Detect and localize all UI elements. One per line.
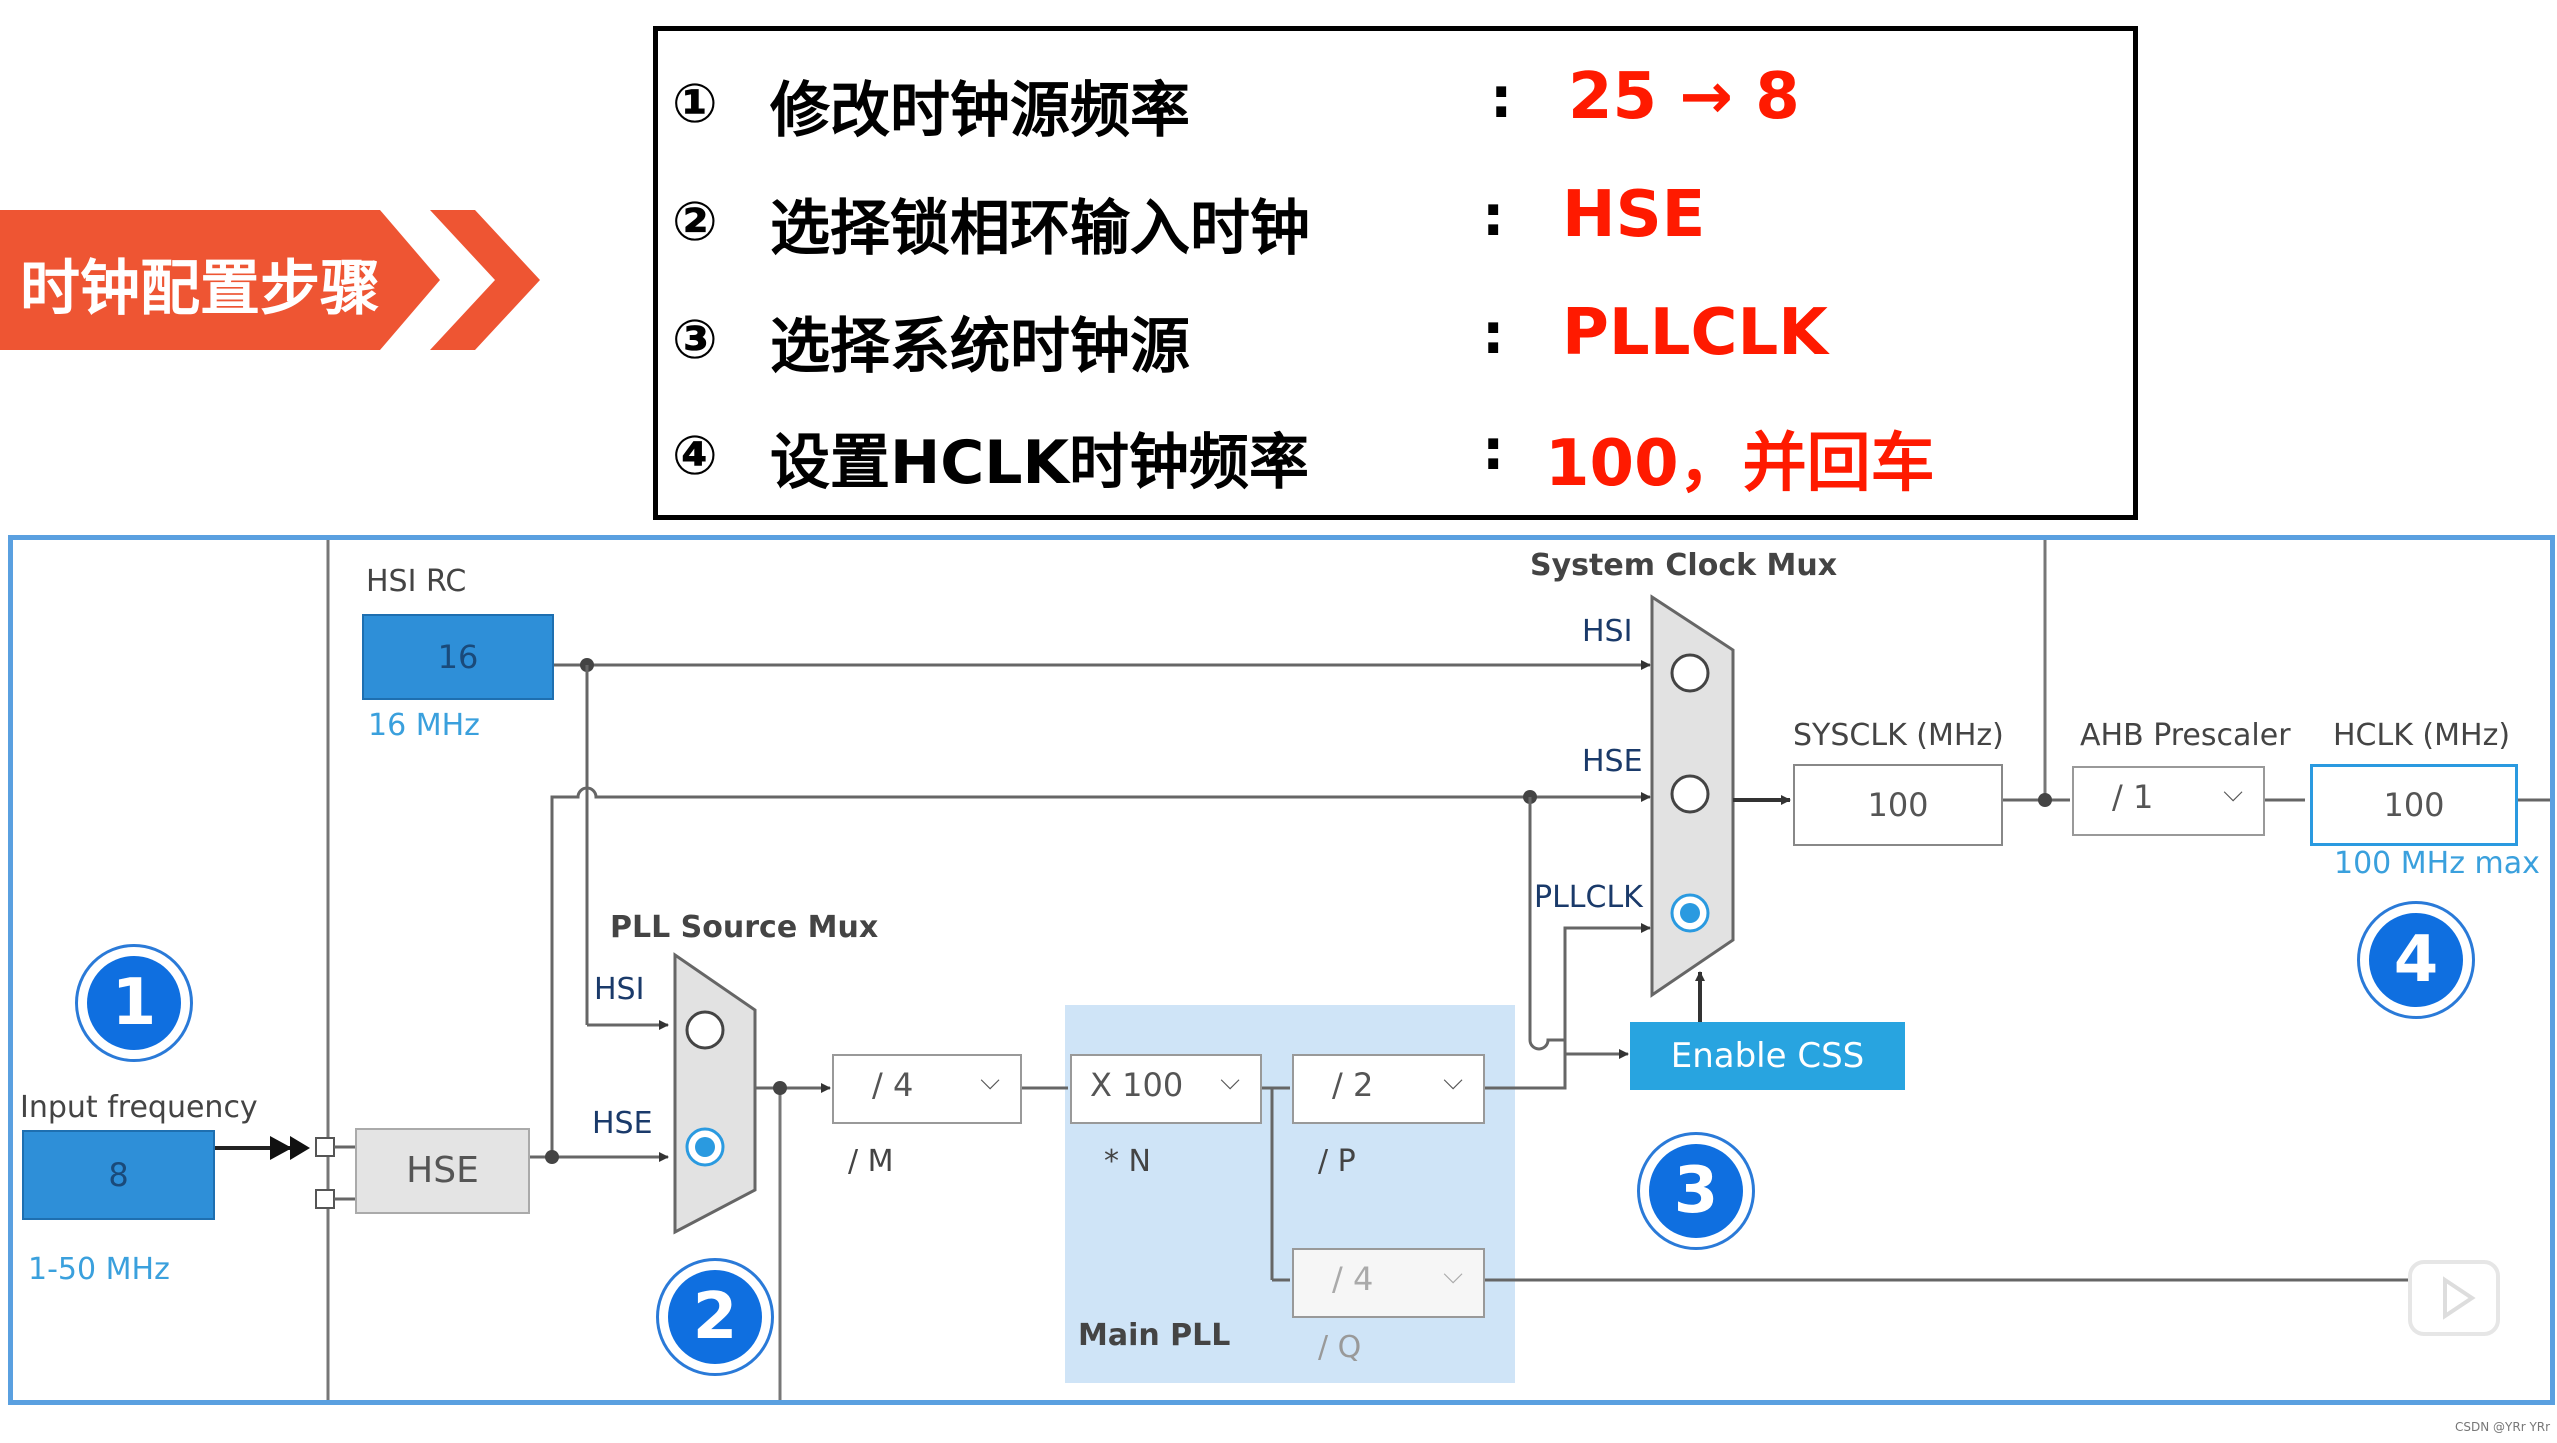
banner-chevron xyxy=(430,210,540,350)
chevron-down-icon: ⌵ xyxy=(2223,778,2243,808)
pll-source-mux-title: PLL Source Mux xyxy=(610,910,879,945)
step-badge-4-number: 4 xyxy=(2369,913,2463,1007)
divider-p-value: / 2 xyxy=(1332,1066,1374,1104)
step-badge-3: 3 xyxy=(1637,1132,1755,1250)
hclk-input[interactable]: 100 xyxy=(2310,764,2518,846)
input-frequency-title: Input frequency xyxy=(20,1090,258,1125)
steps-box xyxy=(653,26,2138,520)
step-badge-1-number: 1 xyxy=(87,956,181,1050)
hsi-rc-title: HSI RC xyxy=(366,564,467,599)
chevron-down-icon: ⌵ xyxy=(980,1066,1000,1096)
ahb-prescaler-select[interactable]: / 1 ⌵ xyxy=(2072,766,2265,836)
chevron-down-icon: ⌵ xyxy=(1220,1066,1240,1096)
multiplier-n-label: * N xyxy=(1104,1144,1151,1179)
hse-block: HSE xyxy=(355,1128,530,1214)
step-4-number: ④ xyxy=(672,424,718,487)
pll-mux-option-hse[interactable]: HSE xyxy=(592,1106,653,1141)
step-badge-3-number: 3 xyxy=(1649,1144,1743,1238)
step-badge-2-number: 2 xyxy=(668,1270,762,1364)
step-4-value: 100，并回车 xyxy=(1545,427,1935,501)
step-3-text: 选择系统时钟源 xyxy=(770,312,1190,382)
step-1-colon: : xyxy=(1490,66,1513,131)
banner-label: 时钟配置步骤 xyxy=(20,254,380,324)
hsi-rc-value-box: 16 xyxy=(362,614,554,700)
sysclk-title: SYSCLK (MHz) xyxy=(1793,718,2004,753)
play-icon xyxy=(2408,1260,2500,1336)
step-2-value: HSE xyxy=(1562,178,1706,252)
divider-q-select[interactable]: / 4 ⌵ xyxy=(1292,1248,1485,1318)
main-pll-label: Main PLL xyxy=(1078,1318,1231,1353)
step-2-text: 选择锁相环输入时钟 xyxy=(770,194,1310,264)
ahb-prescaler-title: AHB Prescaler xyxy=(2080,718,2291,753)
step-3-number: ③ xyxy=(672,308,718,371)
clock-tree-diagram xyxy=(8,535,2555,1405)
step-1-text: 修改时钟源频率 xyxy=(770,76,1190,146)
divider-m-label: / M xyxy=(848,1144,894,1179)
step-4-text: 设置HCLK时钟频率 xyxy=(770,428,1309,498)
multiplier-n-value: X 100 xyxy=(1090,1066,1184,1104)
csdn-watermark: CSDN @YRr YRr xyxy=(2455,1420,2551,1434)
step-badge-2: 2 xyxy=(656,1258,774,1376)
sys-mux-radio-hse xyxy=(1670,774,1710,814)
hclk-max-label: 100 MHz max xyxy=(2334,846,2540,881)
multiplier-n-select[interactable]: X 100 ⌵ xyxy=(1070,1054,1262,1124)
input-frequency-field[interactable]: 8 xyxy=(22,1130,215,1220)
divider-p-label: / P xyxy=(1318,1144,1356,1179)
step-3-colon: : xyxy=(1482,302,1505,367)
pll-mux-radio-hsi xyxy=(685,1010,725,1050)
pll-mux-option-hsi[interactable]: HSI xyxy=(594,972,645,1007)
sys-mux-option-pllclk[interactable]: PLLCLK xyxy=(1534,880,1643,915)
step-2-number: ② xyxy=(672,190,718,253)
chevron-down-icon: ⌵ xyxy=(1443,1260,1463,1290)
step-1-number: ① xyxy=(672,72,718,135)
sys-mux-radio-hsi xyxy=(1670,653,1710,693)
hclk-title: HCLK (MHz) xyxy=(2333,718,2511,753)
system-clock-mux-title: System Clock Mux xyxy=(1530,548,1838,583)
divider-m-value: / 4 xyxy=(872,1066,914,1104)
steps-banner xyxy=(0,210,540,350)
sysclk-value: 100 xyxy=(1793,764,2003,846)
chevron-down-icon: ⌵ xyxy=(1443,1066,1463,1096)
step-4-colon: : xyxy=(1482,418,1505,483)
divider-p-select[interactable]: / 2 ⌵ xyxy=(1292,1054,1485,1124)
step-2-colon: : xyxy=(1482,184,1505,249)
step-1-value: 25 → 8 xyxy=(1568,60,1800,134)
divider-q-value: / 4 xyxy=(1332,1260,1374,1298)
banner-arrow-shape xyxy=(0,210,440,350)
divider-q-label: / Q xyxy=(1318,1330,1362,1365)
enable-css-button[interactable]: Enable CSS xyxy=(1630,1022,1905,1090)
step-3-value: PLLCLK xyxy=(1562,296,1828,370)
sys-mux-option-hse[interactable]: HSE xyxy=(1582,744,1643,779)
input-frequency-range: 1-50 MHz xyxy=(28,1252,170,1287)
divider-m-select[interactable]: / 4 ⌵ xyxy=(832,1054,1022,1124)
step-badge-4: 4 xyxy=(2357,901,2475,1019)
ahb-prescaler-value: / 1 xyxy=(2112,778,2154,816)
sys-mux-option-hsi[interactable]: HSI xyxy=(1582,614,1633,649)
step-badge-1: 1 xyxy=(75,944,193,1062)
hsi-rc-unit: 16 MHz xyxy=(368,708,480,743)
pll-source-mux-shape xyxy=(673,952,757,1235)
